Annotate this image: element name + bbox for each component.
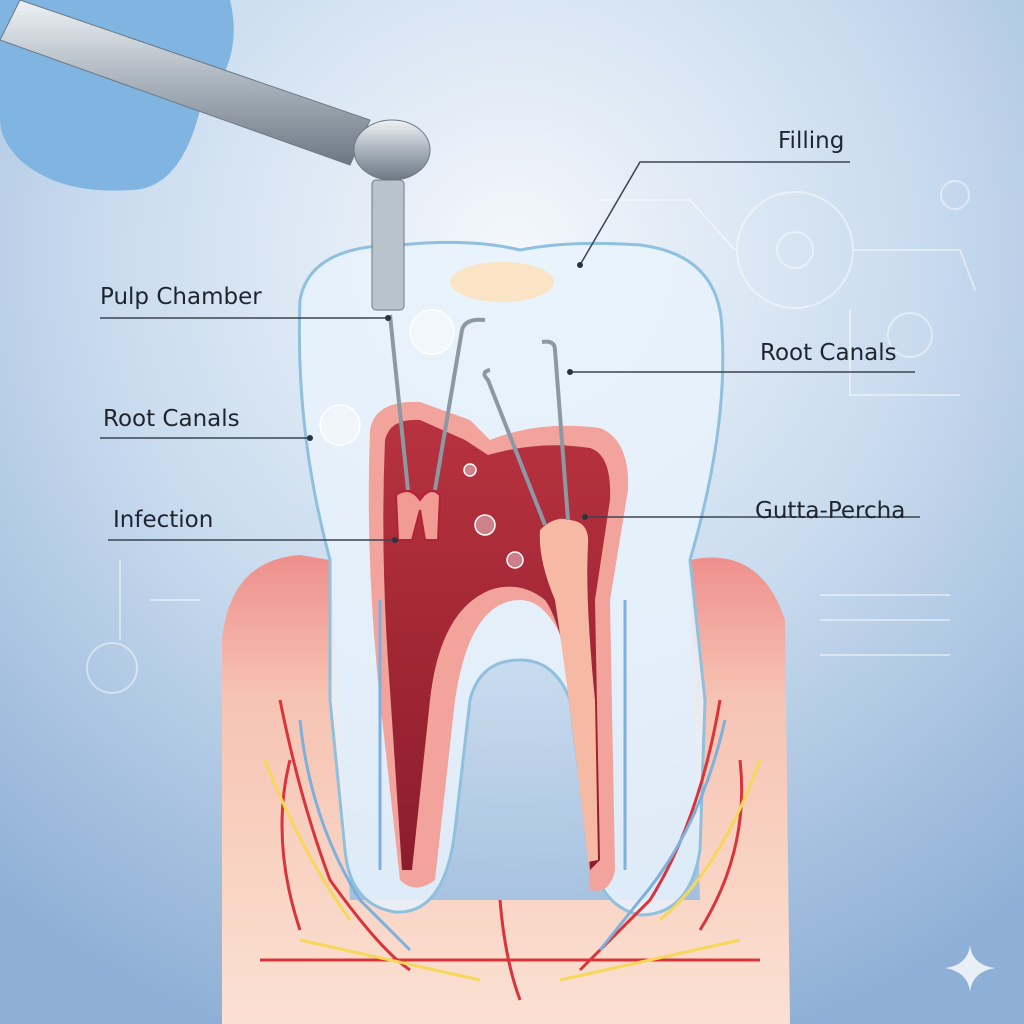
label-pulp-chamber: Pulp Chamber (100, 284, 262, 310)
label-root-canals-left: Root Canals (103, 406, 240, 432)
dental-drill (0, 0, 431, 311)
leader-dots (307, 262, 588, 543)
label-infection: Infection (113, 507, 214, 533)
label-filling: Filling (778, 128, 845, 154)
gutta-percha-fill (539, 518, 598, 862)
nerves-and-vessels (260, 600, 762, 1001)
leader-lines (100, 161, 920, 541)
infection-area (394, 490, 442, 541)
label-root-canals-right: Root Canals (760, 340, 897, 366)
bubbles (319, 309, 524, 569)
endodontic-files (388, 314, 570, 526)
sparkle-icon (945, 945, 995, 992)
label-gutta-percha: Gutta-Percha (755, 498, 906, 524)
decorative-circuit-pattern (86, 180, 976, 694)
filling (450, 262, 554, 302)
